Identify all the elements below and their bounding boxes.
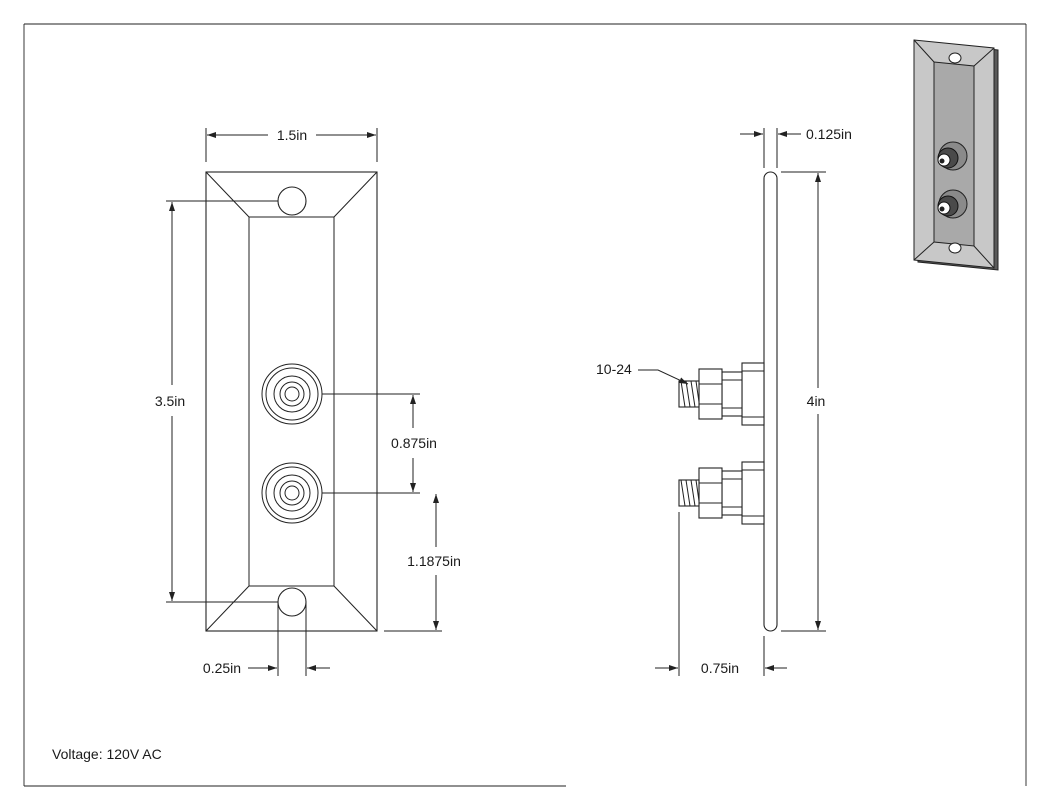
drawing-border — [23, 23, 1027, 787]
front-view — [205, 171, 378, 632]
plate-outline — [205, 171, 378, 632]
side-view — [678, 171, 778, 632]
preview-post-upper — [937, 141, 968, 171]
plate-thickness-label: 0.125in — [806, 126, 852, 142]
jack-to-bottom-label: 1.1875in — [407, 553, 461, 569]
plate-edge — [763, 171, 778, 632]
dimension-jack-spacing: 0.875in — [322, 393, 437, 494]
voltage-note: Voltage: 120V AC — [52, 746, 162, 762]
hole-diameter-label: 0.25in — [203, 660, 241, 676]
lower-binding-post-side — [678, 461, 765, 525]
post-depth-label: 0.75in — [701, 660, 739, 676]
preview-post-lower — [937, 189, 968, 219]
top-mounting-hole — [277, 186, 307, 216]
overall-height-label: 4in — [807, 393, 826, 409]
dimension-plate-thickness: 0.125in — [740, 126, 852, 168]
front-height-label: 3.5in — [155, 393, 185, 409]
thread-size-label: 10-24 — [596, 361, 632, 377]
dimension-jack-to-bottom: 1.1875in — [384, 494, 461, 632]
dimension-post-depth: 0.75in — [655, 512, 787, 676]
dimension-front-width: 1.5in — [205, 127, 378, 162]
dimension-hole-diameter: 0.25in — [203, 602, 330, 676]
plate-face — [248, 216, 335, 587]
jack-spacing-label: 0.875in — [391, 435, 437, 451]
dimension-front-height: 3.5in — [155, 200, 278, 603]
front-width-label: 1.5in — [277, 127, 307, 143]
isometric-preview — [913, 39, 999, 271]
bottom-mounting-hole — [277, 587, 307, 617]
upper-binding-post-side — [678, 362, 765, 426]
thread-callout: 10-24 — [596, 361, 689, 385]
dimension-overall-height: 4in — [781, 171, 826, 632]
